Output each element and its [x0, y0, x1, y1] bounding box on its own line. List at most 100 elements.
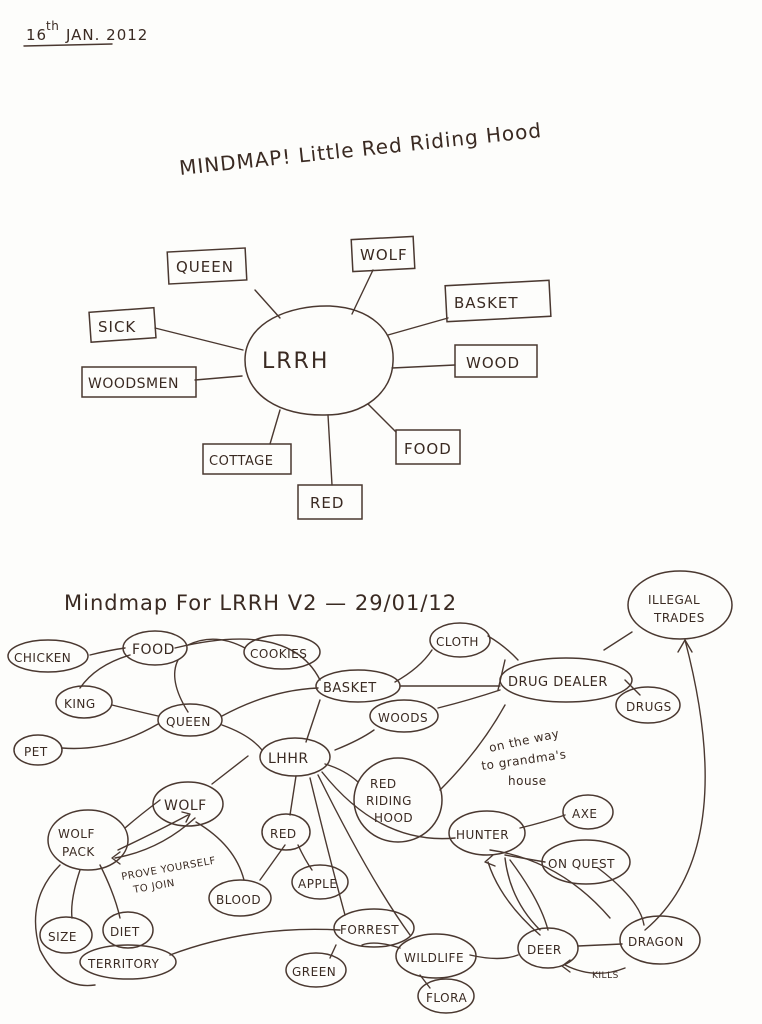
svg-text:COTTAGE: COTTAGE — [209, 454, 273, 469]
map1-center-node: LRRH — [244, 305, 394, 416]
svg-text:CHICKEN: CHICKEN — [14, 651, 71, 665]
map2-node-illegal-trades: ILLEGAL TRADES — [627, 570, 733, 640]
map2-node-apple: APPLE — [291, 864, 349, 900]
map2-title: Mindmap For LRRH V2 — 29/01/12 — [64, 591, 457, 615]
svg-text:HOOD: HOOD — [374, 811, 413, 825]
date-heading: 16 th JAN. 2012 — [23, 19, 148, 47]
map1-connectors — [154, 269, 456, 486]
svg-text:DEER: DEER — [527, 943, 562, 957]
map2-node-drug-dealer: DRUG DEALER — [499, 657, 633, 703]
map2-node-territory: TERRITORY — [79, 944, 177, 980]
map2-node-wolf-pack: WOLF PACK — [47, 809, 129, 871]
map1-node-red: RED — [297, 484, 363, 520]
map2-node-cloth: CLOTH — [429, 622, 491, 658]
map2-node-wildlife: WILDLIFE — [395, 933, 477, 979]
map2-node-basket: BASKET — [315, 669, 401, 703]
map2-node-cookies: COOKIES — [243, 634, 321, 670]
date-suffix: th — [46, 19, 59, 33]
map2-node-chicken: CHICKEN — [7, 639, 89, 673]
map2-node-forrest: FORREST — [333, 908, 415, 948]
svg-text:WOLF: WOLF — [360, 246, 408, 264]
map1-node-wood: WOOD — [454, 344, 538, 378]
map1-title: MINDMAP! Little Red Riding Hood — [178, 118, 543, 180]
svg-text:WOLF: WOLF — [58, 827, 95, 841]
map2-node-pet: PET — [13, 734, 63, 766]
svg-text:KING: KING — [64, 697, 96, 711]
map1-center-label: LRRH — [262, 349, 329, 374]
svg-text:QUEEN: QUEEN — [176, 258, 234, 276]
svg-text:SIZE: SIZE — [48, 930, 77, 944]
map2-node-wolf: WOLF — [152, 781, 224, 827]
svg-text:COOKIES: COOKIES — [250, 647, 307, 661]
svg-text:ILLEGAL: ILLEGAL — [648, 593, 700, 607]
map2-annotation-on-the-way: on the way to grandma's house — [480, 726, 567, 788]
map1-node-sick: SICK — [88, 306, 157, 343]
map2-node-queen: QUEEN — [157, 703, 223, 737]
svg-text:TO JOIN: TO JOIN — [132, 878, 176, 896]
svg-text:PACK: PACK — [62, 845, 95, 859]
map1-node-wolf: WOLF — [350, 235, 416, 273]
date-underline — [23, 43, 113, 47]
map2-node-food: FOOD — [122, 630, 188, 666]
map2-node-axe: AXE — [562, 794, 614, 830]
svg-text:RIDING: RIDING — [366, 794, 412, 808]
svg-text:WILDLIFE: WILDLIFE — [404, 951, 464, 965]
svg-text:DRUG DEALER: DRUG DEALER — [508, 675, 608, 690]
map2-node-size: SIZE — [39, 916, 93, 954]
map2-node-red: RED — [261, 813, 311, 851]
map2-node-on-quest: ON QUEST — [541, 839, 631, 885]
svg-text:GREEN: GREEN — [292, 965, 336, 979]
svg-text:QUEEN: QUEEN — [166, 715, 211, 729]
svg-text:RED: RED — [310, 494, 344, 512]
map2-node-dragon: DRAGON — [619, 915, 701, 965]
svg-text:ON QUEST: ON QUEST — [548, 857, 615, 871]
svg-text:TRADES: TRADES — [653, 611, 705, 625]
svg-text:RED: RED — [270, 827, 297, 841]
map2-node-lhhr: LHHR — [259, 737, 331, 777]
map2-node-hunter: HUNTER — [448, 810, 526, 856]
map1-node-food: FOOD — [395, 429, 461, 465]
map2-node-diet: DIET — [102, 911, 154, 949]
svg-text:WOLF: WOLF — [164, 798, 207, 814]
svg-text:BASKET: BASKET — [323, 681, 377, 696]
map2-node-king: KING — [55, 685, 113, 719]
map2-node-flora: FLORA — [417, 978, 475, 1014]
map1-node-cottage: COTTAGE — [202, 443, 292, 475]
svg-text:WOODS: WOODS — [378, 711, 428, 725]
svg-text:BLOOD: BLOOD — [216, 893, 261, 907]
svg-text:house: house — [508, 774, 547, 788]
svg-text:CLOTH: CLOTH — [436, 635, 479, 649]
map2-node-woods: WOODS — [369, 699, 439, 733]
svg-text:RED: RED — [370, 777, 397, 791]
svg-text:DRAGON: DRAGON — [628, 935, 684, 949]
svg-text:FOOD: FOOD — [404, 440, 452, 458]
map2-node-deer: DEER — [517, 927, 579, 969]
svg-text:FORREST: FORREST — [340, 923, 399, 937]
svg-text:AXE: AXE — [572, 807, 598, 821]
svg-text:WOOD: WOOD — [466, 354, 520, 372]
map2-annotation-prove-yourself: PROVE YOURSELF TO JOIN — [121, 856, 217, 897]
date-day: 16 — [26, 26, 47, 44]
svg-text:KILLS: KILLS — [592, 971, 619, 981]
svg-text:TERRITORY: TERRITORY — [87, 957, 159, 971]
svg-text:DIET: DIET — [110, 925, 140, 939]
map2-node-red-riding-hood: RED RIDING HOOD — [353, 757, 443, 843]
svg-text:HUNTER: HUNTER — [456, 828, 509, 842]
map2-node-blood: BLOOD — [208, 879, 272, 917]
svg-text:WOODSMEN: WOODSMEN — [88, 376, 179, 392]
svg-text:BASKET: BASKET — [454, 294, 519, 312]
map2-annotation-kills: KILLS — [592, 971, 619, 981]
svg-text:DRUGS: DRUGS — [626, 700, 672, 714]
svg-text:FLORA: FLORA — [426, 991, 467, 1005]
svg-text:PET: PET — [24, 745, 48, 759]
svg-text:APPLE: APPLE — [298, 877, 337, 891]
map2-node-drugs: DRUGS — [615, 686, 681, 724]
map1-node-woodsmen: WOODSMEN — [81, 366, 197, 398]
map1-node-queen: QUEEN — [166, 247, 248, 285]
map1-node-basket: BASKET — [444, 279, 552, 323]
map2-node-green: GREEN — [285, 952, 347, 988]
date-rest: JAN. 2012 — [65, 26, 148, 44]
svg-text:LHHR: LHHR — [268, 751, 309, 767]
svg-text:SICK: SICK — [98, 318, 136, 336]
